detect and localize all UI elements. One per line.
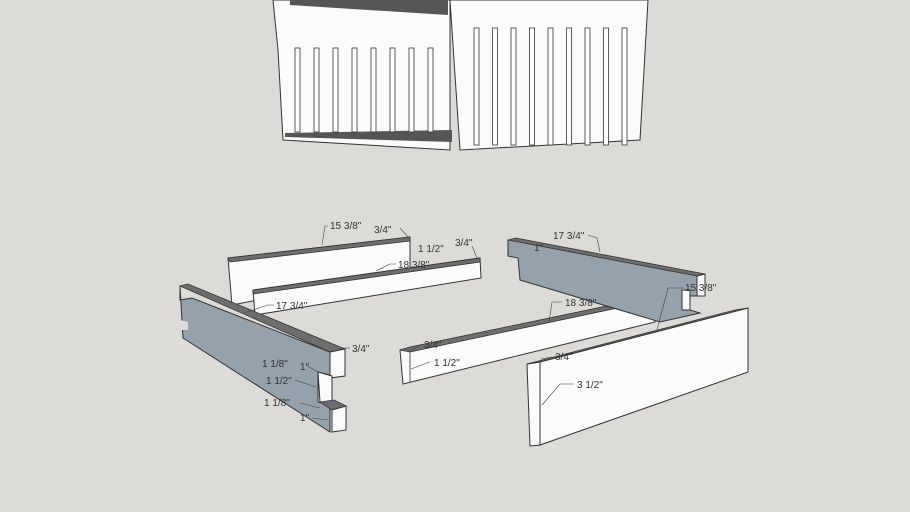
dim-label: 1 1/2"	[418, 244, 444, 255]
dim-label: 3/4"	[555, 352, 573, 363]
slat	[294, 47, 301, 133]
left-side-board	[178, 283, 348, 433]
dim-label: 1"	[300, 413, 310, 424]
slat	[566, 27, 572, 146]
cabinet-slats	[294, 27, 628, 146]
dim-label: 3/4"	[455, 238, 473, 249]
dim-label: 18 3/8"	[565, 298, 597, 309]
dimension-labels: 15 3/8" 3/4" 18 3/8" 1 1/2" 3/4" 17 3/4"…	[262, 221, 717, 424]
slat	[332, 47, 339, 133]
slat	[351, 47, 358, 133]
slat	[603, 27, 609, 146]
front-board	[526, 307, 749, 447]
dimension-leaders	[243, 225, 683, 421]
slat	[492, 27, 498, 146]
slat	[473, 27, 480, 146]
dim-label: 1"	[300, 362, 310, 373]
slat	[510, 27, 517, 146]
right-side-board	[507, 237, 706, 323]
dim-label: 3 1/2"	[577, 380, 603, 391]
dim-label: 1 1/2"	[434, 358, 460, 369]
slat	[529, 27, 535, 146]
slat	[621, 27, 628, 146]
slat	[547, 27, 554, 146]
slat	[427, 47, 434, 133]
dim-label: 1 1/8"	[264, 398, 290, 409]
dim-label: 17 3/4"	[553, 231, 585, 242]
dim-label: 1 1/2"	[266, 376, 292, 387]
slat	[370, 47, 377, 133]
slat	[389, 47, 396, 133]
dim-label: 15 3/8"	[685, 283, 717, 294]
dim-label: 18 3/8"	[398, 260, 430, 271]
slat	[408, 47, 415, 133]
slat	[584, 27, 591, 146]
dim-label: 17 3/4"	[276, 301, 308, 312]
dim-label: 15 3/8"	[330, 221, 362, 232]
dim-label: 1 1/8"	[262, 359, 288, 370]
dim-label: 3/4"	[424, 340, 442, 351]
slat	[313, 47, 320, 133]
dim-label: 1"	[534, 243, 544, 254]
dim-label: 3/4"	[374, 225, 392, 236]
dim-label: 3/4"	[352, 344, 370, 355]
cabinet-assembly	[272, 0, 649, 151]
